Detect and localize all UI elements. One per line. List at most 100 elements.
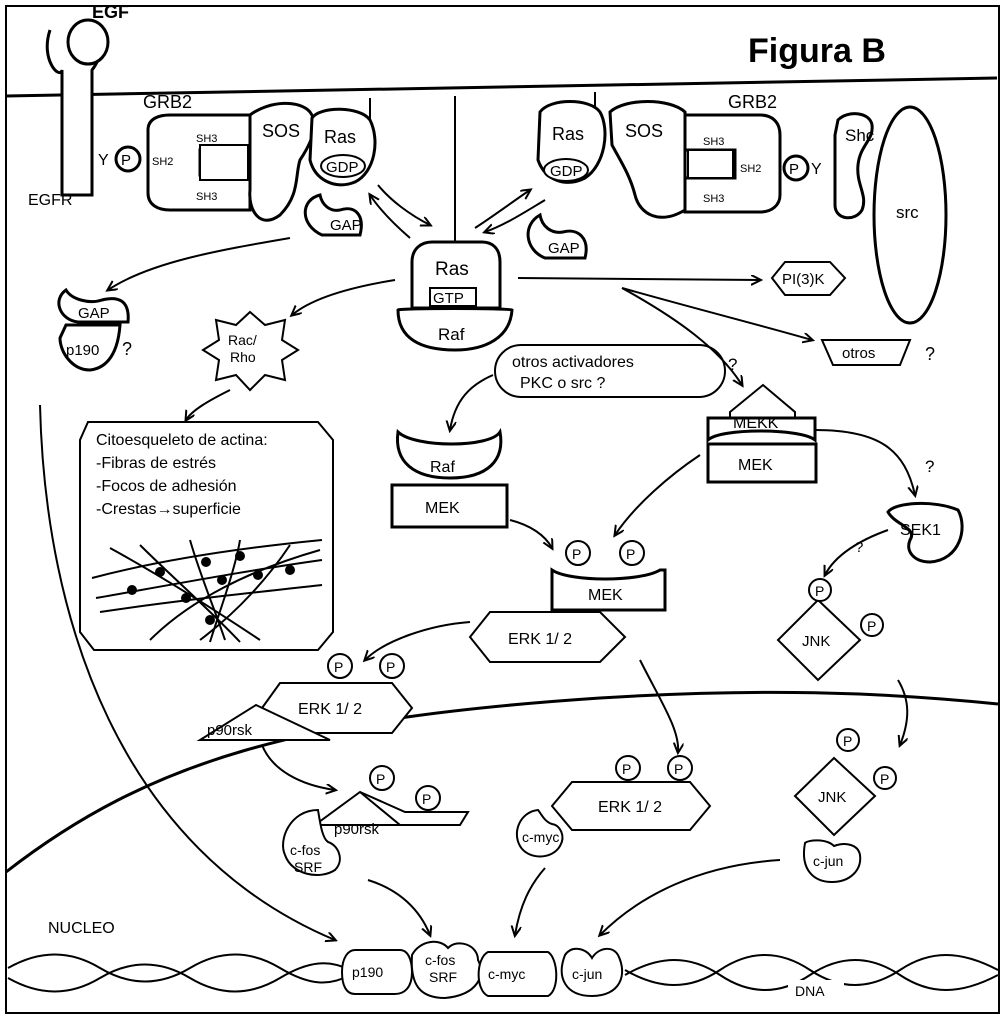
egf-label: EGF: [92, 2, 129, 22]
jnk-nuclear: JNK P P c-jun: [795, 729, 896, 882]
figure-title: Figura B: [748, 32, 886, 70]
erk-label: ERK 1/ 2: [298, 701, 362, 718]
p90rsk-label: p90rsk: [334, 821, 380, 838]
phosphate-label: P: [843, 733, 852, 749]
mek-label: MEK: [738, 457, 773, 474]
otros-protein: otros ?: [822, 340, 935, 365]
grb2-label-left: GRB2: [143, 92, 192, 112]
sek1-protein: ? SEK1: [888, 457, 962, 562]
phosphate-label: P: [674, 761, 683, 777]
arrow-to-gap-p190: [108, 238, 290, 290]
phosphate-label: P: [626, 546, 635, 562]
cytoskeleton-heading: Citoesqueleto de actina:: [96, 432, 268, 449]
sh3-label: SH3: [196, 191, 217, 203]
arrow-erk-to-nucleus: [640, 660, 678, 752]
arrow-cmyc-to-dna: [515, 868, 545, 935]
cmyc-label: c-myc: [488, 966, 525, 982]
cytoskeleton-item: -Crestas→superficie: [96, 501, 241, 518]
arrow-ras-gdp-right-to-gtp: [475, 190, 530, 228]
sh3-label: SH3: [196, 133, 217, 145]
sos-label: SOS: [625, 121, 663, 141]
arrow-ras-gtp-to-gdp: [370, 195, 410, 238]
mek-label: MEK: [588, 587, 623, 604]
gap-label: GAP: [330, 217, 362, 234]
sh3-label: SH3: [703, 193, 724, 205]
pi3k-label: PI(3)K: [782, 271, 825, 288]
erk-nuclear: P P ERK 1/ 2 c-myc: [517, 756, 710, 857]
otros-activadores-line1: otros activadores: [512, 354, 634, 371]
sos-right: SOS: [610, 102, 685, 218]
cmyc-label: c-myc: [522, 829, 559, 845]
ras-label: Ras: [552, 124, 584, 144]
tyrosine-label: Y: [98, 152, 109, 169]
arrow-to-cytoskeleton: [186, 390, 230, 420]
phosphate-label: P: [880, 771, 889, 787]
phosphate-label: P: [334, 659, 343, 675]
egfr-receptor: EGF EGFR Y: [28, 2, 129, 209]
arrow-mekk-to-sek1: [815, 430, 915, 495]
erk-label: ERK 1/ 2: [598, 799, 662, 816]
sos-left: SOS: [250, 103, 314, 220]
egfr-label: EGFR: [28, 192, 72, 209]
rho-label: Rho: [230, 349, 256, 365]
dna-bound-factors: p190 c-fos SRF c-myc c-jun: [342, 942, 622, 998]
tyrosine-label: Y: [811, 161, 822, 178]
grb2-complex-right: SH3 SH3 SH2: [685, 115, 780, 212]
arrow-to-raf-mek: [450, 375, 493, 430]
sek1-label: SEK1: [900, 522, 941, 539]
phosphate-label: P: [121, 152, 131, 169]
cfos-label: c-fos: [290, 842, 320, 858]
srf-label: SRF: [294, 859, 322, 875]
raf-label: Raf: [438, 325, 465, 344]
gap-right: GAP: [528, 215, 586, 258]
arrow-p90rsk-to-nucleus: [262, 745, 335, 790]
phosphate-label: P: [386, 659, 395, 675]
mekk-label: MEKK: [733, 415, 779, 432]
otros-activadores-bubble: otros activadores PKC o src ?: [495, 345, 725, 397]
sh3-label: SH3: [703, 136, 724, 148]
rac-rho-protein: Rac/ Rho: [203, 312, 298, 390]
raf-label: Raf: [430, 459, 455, 476]
gtp-label: GTP: [433, 290, 464, 307]
arrow-mek-to-pmek: [510, 520, 552, 548]
cytoskeleton-item: -Fibras de estrés: [96, 455, 216, 472]
arrow-mekk-to-pmek: [615, 455, 700, 535]
shc-label: Shc: [845, 126, 875, 145]
grb2-complex-left: SH3 SH3 SH2: [148, 115, 250, 210]
pi3k-protein: PI(3)K: [772, 262, 845, 295]
phosphate-label: P: [572, 546, 581, 562]
srf-label: SRF: [429, 969, 457, 985]
nucleo-label: NUCLEO: [48, 920, 115, 937]
shc-protein: Shc: [835, 114, 875, 218]
sos-label: SOS: [262, 121, 300, 141]
mek-label: MEK: [425, 500, 460, 517]
gdp-label: GDP: [550, 163, 583, 180]
phosphate-label: P: [376, 771, 385, 787]
arrow-to-otros: [622, 288, 812, 340]
dna-label-box: DNA: [788, 980, 844, 1000]
src-label: src: [896, 203, 919, 222]
arrow-erk-to-p90rsk: [365, 622, 470, 660]
src-protein: src: [874, 107, 946, 323]
question-mark: ?: [122, 339, 132, 359]
cfos-label: c-fos: [425, 952, 455, 968]
p90rsk-label: p90rsk: [207, 722, 253, 739]
phosphate-label: P: [422, 791, 431, 807]
phosphate-label: P: [815, 583, 824, 599]
jnk-cytoplasm: ? JNK P P: [778, 539, 883, 680]
sh2-label: SH2: [152, 156, 173, 168]
cjun-label: c-jun: [813, 853, 843, 869]
erk-label: ERK 1/ 2: [508, 631, 572, 648]
rac-label: Rac/: [228, 332, 257, 348]
p190-label: p190: [66, 342, 99, 359]
raf-mek-complex: Raf MEK: [392, 432, 507, 527]
arrow-cfos-to-dna: [368, 880, 430, 935]
gap-label: GAP: [548, 240, 580, 257]
ras-gdp-right: Ras GDP: [538, 102, 605, 183]
arrow-to-rac-rho: [292, 280, 395, 315]
ras-gtp-raf-complex: Ras GTP Raf: [398, 242, 512, 350]
arrow-to-pi3k: [518, 278, 760, 280]
cytoskeleton-item: -Focos de adhesión: [96, 478, 237, 495]
arrow-jnk-to-nucleus: [898, 680, 907, 745]
